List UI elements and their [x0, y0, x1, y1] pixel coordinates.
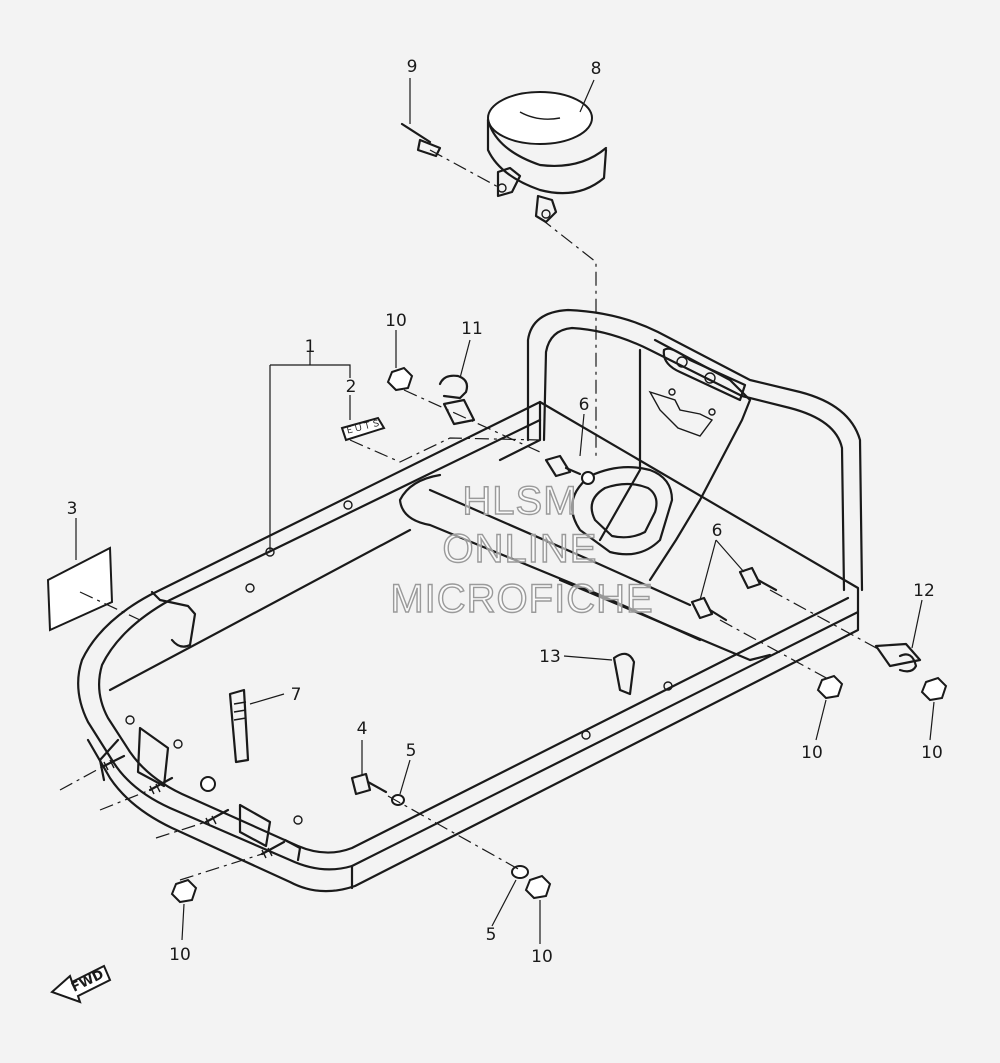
- assembly-lines: [59, 149, 881, 881]
- callout-4: 4: [357, 719, 368, 739]
- callout-13: 13: [539, 647, 561, 667]
- watermark-line-3: MICROFICHE: [390, 577, 653, 621]
- part-13-clamp: [612, 652, 636, 696]
- callout-7: 7: [291, 685, 302, 705]
- frame-main: [77, 400, 860, 893]
- fwd-arrow: FWD: [50, 964, 112, 1004]
- part-11-clamp: [438, 374, 476, 426]
- seat-frame-hoop: [526, 308, 864, 592]
- callout-6-upper: 6: [579, 395, 590, 415]
- watermark-line-2: ONLINE: [443, 527, 598, 571]
- callout-8: 8: [591, 59, 602, 79]
- part-7-strap: [228, 688, 250, 764]
- callout-11: 11: [461, 319, 483, 339]
- callout-2: 2: [346, 377, 357, 397]
- callouts: 9 8 1 2 3 10 11 6 6 12 13 7 4 5 10 10 10…: [67, 57, 943, 967]
- callout-5-lower: 5: [486, 925, 497, 945]
- watermark-line-1: HLSM: [462, 479, 577, 523]
- callout-10-bottom: 10: [531, 947, 553, 967]
- watermark: HLSM ONLINE MICROFICHE: [390, 478, 654, 621]
- leader-lines: [75, 78, 935, 944]
- part-9-rivet: [400, 122, 442, 158]
- callout-12: 12: [913, 581, 935, 601]
- callout-6-right: 6: [712, 521, 723, 541]
- part-8-seat-pad: [486, 91, 608, 224]
- fasteners: [102, 366, 948, 904]
- callout-1: 1: [305, 337, 316, 357]
- callout-10-left: 10: [169, 945, 191, 965]
- part-3-label: [46, 546, 114, 632]
- callout-10-far-right: 10: [921, 743, 943, 763]
- callout-10-right: 10: [801, 743, 823, 763]
- callout-3: 3: [67, 499, 78, 519]
- part-12-clamp: [874, 642, 922, 673]
- callout-5-upper: 5: [406, 741, 417, 761]
- callout-10-top: 10: [385, 311, 407, 331]
- callout-9: 9: [407, 57, 418, 77]
- part-2-emblem: ＥＵＴＳ: [340, 416, 386, 442]
